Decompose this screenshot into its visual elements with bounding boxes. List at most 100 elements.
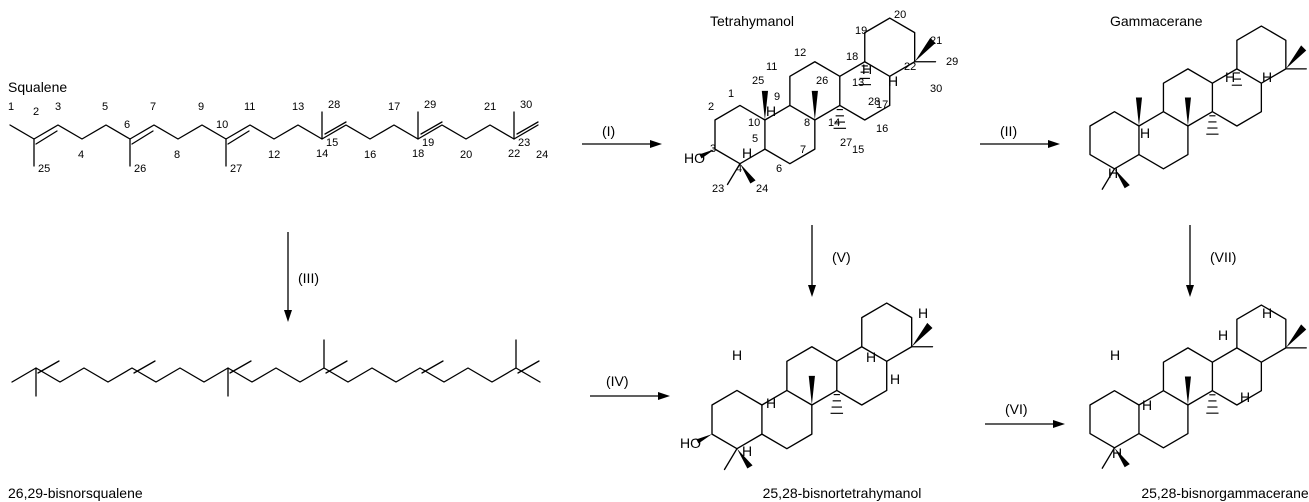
th-c28: 28 [868, 96, 880, 108]
sq-c26: 26 [134, 163, 146, 175]
sq-c14: 14 [316, 148, 328, 160]
arrow-step-ii: (II) [980, 123, 1060, 148]
tetrahymanol-structure: Tetrahymanol HO H H H H 3 2 1 [684, 9, 958, 195]
th-c15: 15 [852, 144, 864, 156]
th-c9: 9 [774, 91, 780, 103]
bisnortetrahymanol-h13: H [890, 371, 900, 387]
arrow-step-v: (V) [808, 225, 851, 297]
bisnorgammacerane-h5: H [1112, 445, 1122, 461]
sq-c18: 18 [412, 148, 424, 160]
tetrahymanol-h17: H [888, 73, 898, 89]
sq-c23: 23 [518, 137, 530, 149]
bisnorgammacerane-h9: H [1142, 397, 1152, 413]
th-c27: 27 [840, 137, 852, 149]
th-c23: 23 [712, 183, 724, 195]
arrow-step-i: (I) [582, 123, 662, 148]
sq-c2: 2 [33, 106, 39, 118]
sq-c16: 16 [364, 149, 376, 161]
sq-c11: 11 [244, 101, 255, 113]
arrow-step-iv: (IV) [590, 373, 670, 400]
th-c2: 2 [708, 101, 714, 113]
step-iii-label: (III) [298, 270, 319, 286]
sq-c21: 21 [484, 101, 496, 113]
sq-c25: 25 [38, 163, 50, 175]
th-c17: 17 [876, 99, 888, 111]
sq-c30: 30 [520, 99, 532, 111]
arrow-step-vii: (VII) [1186, 225, 1236, 297]
th-c19: 19 [855, 25, 867, 37]
th-c8: 8 [804, 117, 810, 129]
sq-c8: 8 [174, 149, 180, 161]
th-c22: 22 [904, 61, 916, 73]
sq-c19: 19 [422, 137, 434, 149]
th-c1: 1 [728, 88, 734, 100]
th-c5: 5 [752, 133, 758, 145]
sq-c17: 17 [388, 101, 400, 113]
bisnortetrahymanol-h17: H [918, 305, 928, 321]
bisnorgammacerane-title: 25,28-bisnorgammacerane [1141, 485, 1309, 501]
th-c29: 29 [946, 56, 958, 68]
step-iv-label: (IV) [606, 373, 629, 389]
sq-c4: 4 [78, 149, 84, 161]
sq-c5: 5 [102, 101, 108, 113]
sq-c29: 29 [424, 99, 436, 111]
gammacerane-h13: H [1225, 69, 1235, 85]
gammacerane-h17: H [1262, 69, 1272, 85]
th-c10: 10 [748, 117, 760, 129]
th-c16: 16 [876, 123, 888, 135]
sq-c20: 20 [460, 149, 472, 161]
tetrahymanol-hydroxyl: HO [684, 150, 705, 166]
tetrahymanol-title: Tetrahymanol [710, 13, 794, 29]
th-c24: 24 [756, 183, 768, 195]
th-c30: 30 [930, 83, 942, 95]
step-i-label: (I) [602, 123, 615, 139]
tetrahymanol-h9: H [766, 103, 776, 119]
arrow-step-iii: (III) [284, 232, 319, 322]
sq-c1: 1 [8, 101, 14, 113]
step-vii-label: (VII) [1210, 249, 1236, 265]
bisnorgammacerane-h18: H [1218, 327, 1228, 343]
sq-c12: 12 [268, 149, 280, 161]
sq-c7: 7 [150, 101, 156, 113]
sq-c6: 6 [124, 119, 130, 131]
th-c7: 7 [800, 144, 806, 156]
sq-c22: 22 [508, 148, 520, 160]
sq-c13: 13 [292, 101, 304, 113]
bisnortetrahymanol-h9: H [766, 395, 776, 411]
bisnorsqualene-title: 26,29-bisnorsqualene [8, 485, 143, 501]
th-c4: 4 [736, 163, 742, 175]
tetrahymanol-h5: H [742, 145, 752, 161]
th-c13: 13 [852, 77, 864, 89]
bisnorgammacerane-h13: H [1240, 389, 1250, 405]
bisnortetrahymanol-hydroxyl: HO [680, 435, 701, 451]
bisnortetrahymanol-h10: H [732, 347, 742, 363]
th-c26: 26 [816, 75, 828, 87]
gammacerane-h9: H [1140, 125, 1150, 141]
squalene-title: Squalene [8, 79, 67, 95]
bisnortetrahymanol-title: 25,28-bisnortetrahymanol [763, 485, 922, 501]
bisnortetrahymanol-h5: H [742, 443, 752, 459]
th-c21: 21 [930, 35, 942, 47]
bisnorgammacerane-h17: H [1262, 305, 1272, 321]
th-c3: 3 [710, 143, 716, 155]
gammacerane-structure: Gammacerane H H H H [1089, 13, 1307, 190]
th-c14: 14 [828, 117, 840, 129]
gammacerane-title: Gammacerane [1110, 13, 1203, 29]
sq-c3: 3 [55, 101, 61, 113]
sq-c24: 24 [536, 149, 548, 161]
sq-c10: 10 [216, 119, 228, 131]
th-c25: 25 [752, 75, 764, 87]
th-c6: 6 [776, 163, 782, 175]
th-c12: 12 [794, 47, 806, 59]
step-ii-label: (II) [1000, 123, 1017, 139]
th-c11: 11 [766, 61, 777, 73]
squalene-structure: Squalene 1 2 3 4 5 6 7 8 9 10 11 12 13 1… [8, 79, 548, 175]
th-c18: 18 [846, 51, 858, 63]
sq-c27: 27 [230, 163, 242, 175]
sq-c15: 15 [326, 137, 338, 149]
arrow-step-vi: (VI) [985, 401, 1065, 428]
step-vi-label: (VI) [1005, 401, 1028, 417]
bisnortetrahymanol-h18: H [866, 349, 876, 365]
sq-c28: 28 [328, 99, 340, 111]
